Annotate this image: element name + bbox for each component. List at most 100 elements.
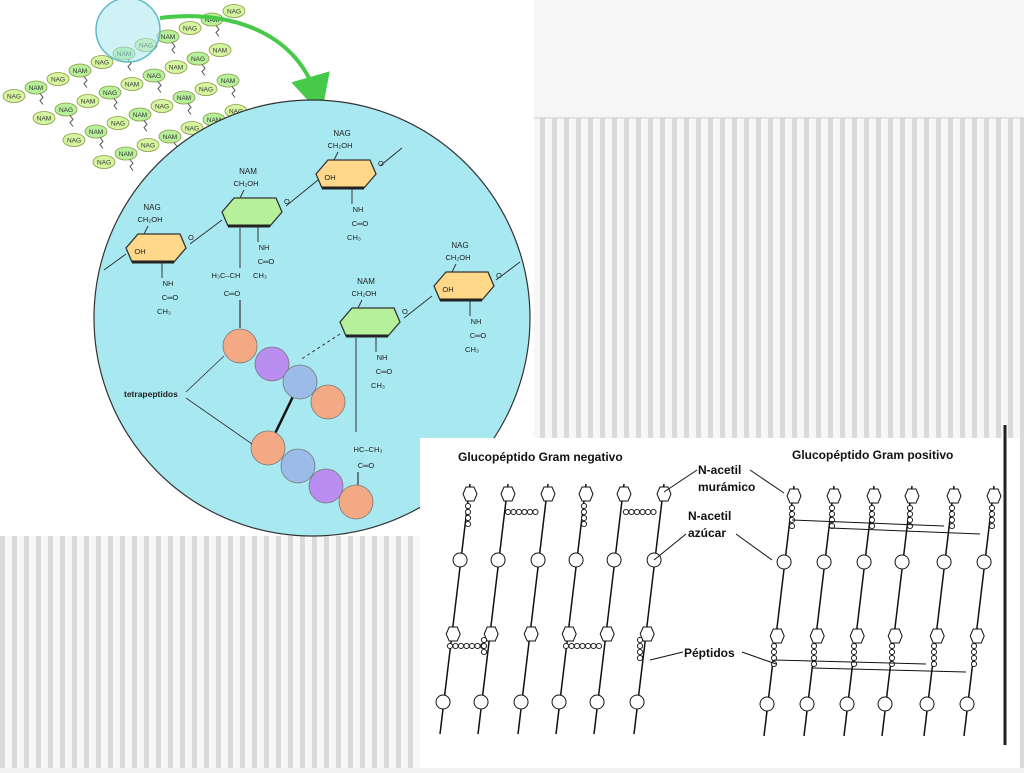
sugar-unit-label: NAG (103, 90, 117, 97)
sugar-name-label: NAM (357, 277, 375, 286)
crosslink-bead (521, 508, 528, 516)
sugar-unit-label: NAM (119, 151, 133, 158)
peptide-bead (930, 642, 938, 650)
sugar-unit-label: NAG (147, 73, 161, 80)
peptide-bead (810, 642, 818, 650)
peptide-bead (988, 522, 996, 530)
sugar-unit-nag (180, 121, 204, 135)
peptide-bead (480, 636, 488, 644)
glycosidic-oxygen: O (188, 233, 194, 242)
sugar-unit-nag (90, 55, 114, 69)
sugar-unit-nag (150, 99, 174, 113)
cross-link (83, 76, 88, 88)
peptide-bead (580, 514, 588, 522)
sugar-unit-label: NAG (51, 77, 65, 84)
peptide-bead (888, 648, 896, 656)
peptide-bead (850, 648, 858, 656)
nam-hexagon (887, 628, 903, 644)
peptide-bead (906, 504, 914, 512)
label-nag-line2: azúcar (688, 526, 726, 540)
peptide-bead (480, 648, 488, 656)
sugar-unit-nag (222, 4, 246, 18)
sugar-unit-label: NAG (229, 109, 243, 116)
nh-group: NH (163, 279, 174, 288)
peptide-bead (868, 516, 876, 524)
nag-circle (816, 554, 832, 570)
sugar-unit-label: NAM (163, 134, 177, 141)
carbonyl-group: C═O (352, 219, 369, 228)
cross-link (215, 25, 220, 37)
gram-negative-strand (593, 483, 625, 735)
sugar-unit-label: NAM (207, 117, 221, 124)
nam-hexagon (578, 486, 594, 502)
sugar-unit-label: NAM (73, 68, 87, 75)
nam-hexagon (866, 488, 882, 504)
ch2oh-group: CH₂OH (138, 215, 163, 224)
crosslink-bead (644, 508, 652, 516)
interpeptide-bridge (791, 519, 981, 535)
header-band (534, 0, 1024, 118)
title-gram-positive: Glucopéptido Gram positivo (792, 448, 953, 462)
nam-hexagon (500, 486, 516, 502)
peptide-bead (464, 514, 472, 522)
methyl-group: CH₃ (253, 271, 267, 280)
amino-acid-bead (280, 448, 316, 484)
crosslink-bead (590, 642, 597, 650)
cross-link (231, 86, 236, 98)
interpeptide-bridge (773, 659, 967, 673)
peptide-bead (850, 660, 858, 668)
cross-link (157, 81, 162, 93)
label-nam-line2: murámico (698, 480, 755, 494)
nam-hexagon (826, 488, 842, 504)
gram-positive-strand (803, 485, 835, 737)
crosslink-bead (579, 642, 586, 650)
crosslink-bead (526, 508, 534, 516)
sugar-unit-nam (76, 94, 100, 108)
nh-group: NH (353, 205, 364, 214)
nag-circle (513, 694, 529, 710)
nam-hexagon (462, 486, 478, 502)
peptide-bead (988, 504, 996, 512)
sugar-unit-nam (128, 107, 152, 122)
peptide-bead (480, 642, 488, 650)
sugar-unit-nag (194, 82, 218, 96)
peptide-bead (828, 522, 836, 530)
ch2oh-group: CH₂OH (234, 179, 259, 188)
nag-circle (435, 694, 451, 710)
cross-link (113, 98, 118, 110)
crosslink-bead (474, 642, 481, 650)
peptide-bead (868, 510, 876, 518)
lactyl-group-2: HC–CH₃ (354, 445, 383, 454)
sugar-unit-label: NAM (81, 99, 95, 106)
sugar-unit-nag (136, 138, 160, 152)
gram-positive-strand (881, 485, 913, 737)
label-peptides: Péptidos (684, 646, 735, 660)
glycosidic-oxygen: O (496, 271, 502, 280)
nam-hexagon (904, 488, 920, 504)
sugar-unit-label: NAG (199, 87, 213, 94)
peptide-bead (970, 660, 978, 668)
crosslink-bead (515, 508, 523, 516)
sugar-unit-nag (62, 133, 86, 147)
sugar-name-label: NAG (143, 203, 160, 212)
cross-link (201, 64, 206, 76)
crosslink-bead (650, 508, 657, 516)
peptide-bead (636, 648, 644, 656)
nam-hexagon (616, 486, 632, 502)
cross-link (69, 115, 74, 127)
nam-hexagon (849, 628, 865, 644)
sugar-unit-label: NAM (133, 112, 147, 119)
sugar-unit-label: NAM (213, 48, 227, 55)
sugar-unit-label: NAM (177, 95, 191, 102)
sugar-unit-nag (46, 72, 70, 86)
sugar-ring-nam (339, 307, 401, 337)
sugar-unit-label: NAM (29, 85, 43, 92)
tetrapeptides-label: tetrapeptidos (124, 389, 178, 399)
sugar-unit-label: NAM (37, 116, 51, 123)
carbonyl-group: C═O (162, 293, 179, 302)
crosslink-bead (457, 642, 465, 650)
peptide-bead (930, 648, 938, 656)
peptide-bead (810, 660, 818, 668)
oh-group: OH (324, 173, 335, 182)
nam-hexagon (986, 488, 1002, 504)
